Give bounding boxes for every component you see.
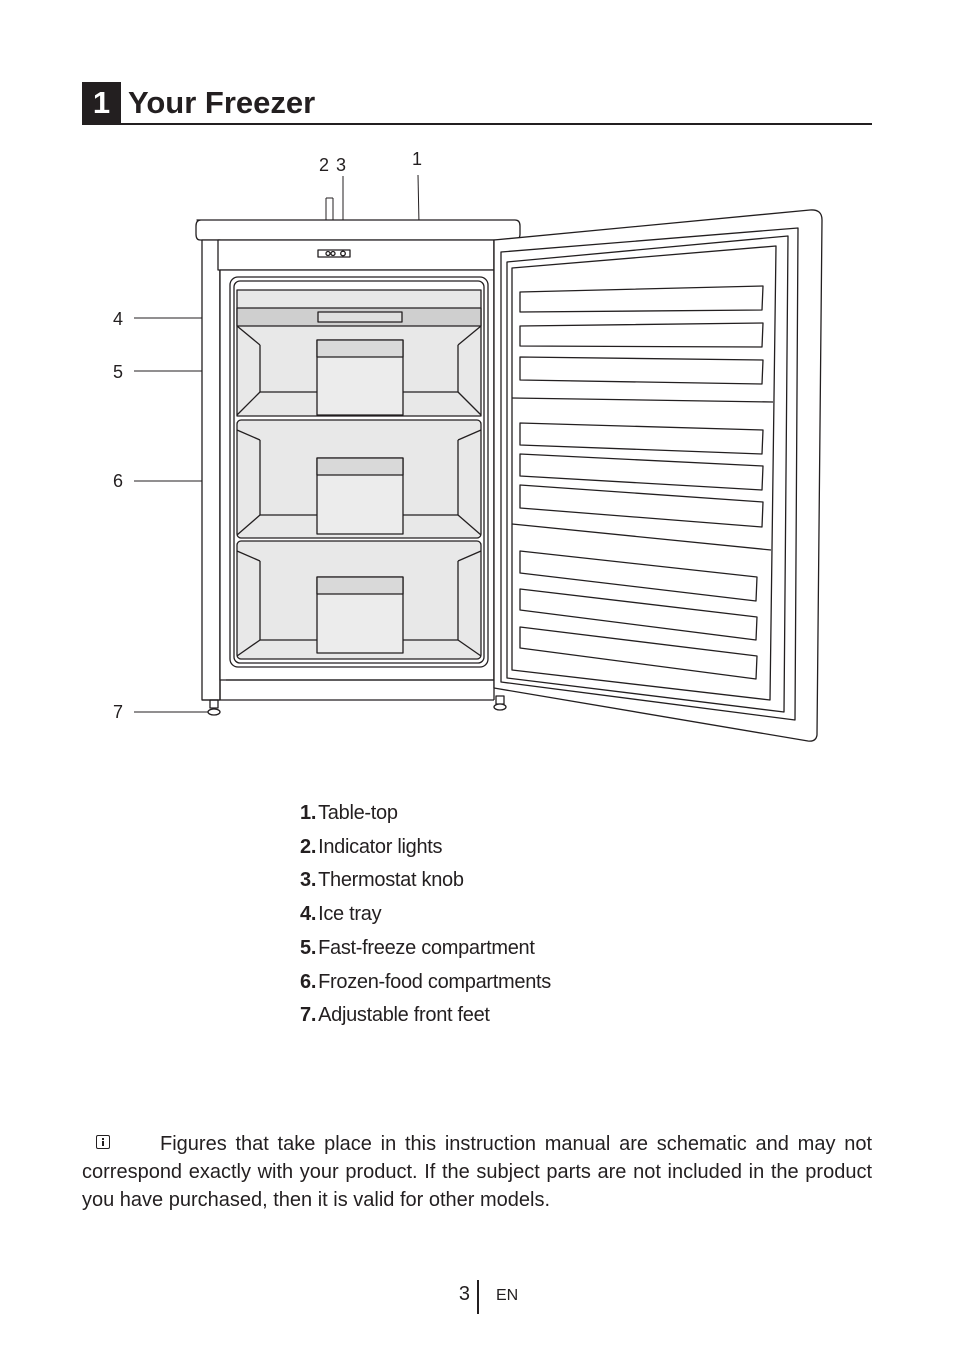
legend-item: 7.Adjustable front feet: [300, 1004, 490, 1027]
schematic-note: Figures that take place in this instruct…: [82, 1130, 872, 1214]
open-door: [493, 209, 823, 742]
chapter-header: 1 Your Freezer: [82, 82, 872, 125]
callout-ice-tray: 4: [113, 309, 124, 329]
callout-thermostat-knob: 3: [336, 155, 347, 175]
legend-item: 1.Table-top: [300, 802, 398, 824]
chapter-number-badge: 1: [82, 82, 121, 123]
legend-item: 2.Indicator lights: [300, 835, 443, 858]
legend-item: 3.Thermostat knob: [300, 869, 464, 892]
chapter-title: Your Freezer: [128, 85, 316, 120]
note-text: Figures that take place in this instruct…: [82, 1133, 872, 1211]
info-icon: [96, 1135, 110, 1149]
freezer-diagram: 1 2 3 4 5 6 7: [100, 140, 840, 750]
callout-table-top: 1: [412, 149, 423, 169]
page-footer: 3 EN: [0, 1280, 954, 1316]
callout-frozen-food: 6: [113, 471, 124, 491]
frozen-food-compartment-1: [236, 419, 482, 539]
footer-divider: [477, 1280, 479, 1314]
page-number: 3: [458, 1283, 470, 1305]
legend-item: 5.Fast-freeze compartment: [300, 936, 535, 959]
parts-legend: 1.Table-top 2.Indicator lights 3.Thermos…: [300, 797, 551, 1033]
legend-item: 4.Ice tray: [300, 903, 382, 926]
callout-fast-freeze: 5: [113, 362, 124, 382]
freezer-illustration: [134, 174, 823, 742]
table-top: [195, 219, 521, 241]
fast-freeze-compartment: [236, 289, 482, 417]
callout-indicator-lights: 2: [319, 155, 330, 175]
language-code: EN: [496, 1287, 519, 1304]
leader-lines: [134, 174, 420, 713]
legend-item: 6.Frozen-food compartments: [300, 970, 551, 993]
frozen-food-compartment-2: [236, 540, 482, 660]
callout-front-feet: 7: [113, 702, 124, 722]
